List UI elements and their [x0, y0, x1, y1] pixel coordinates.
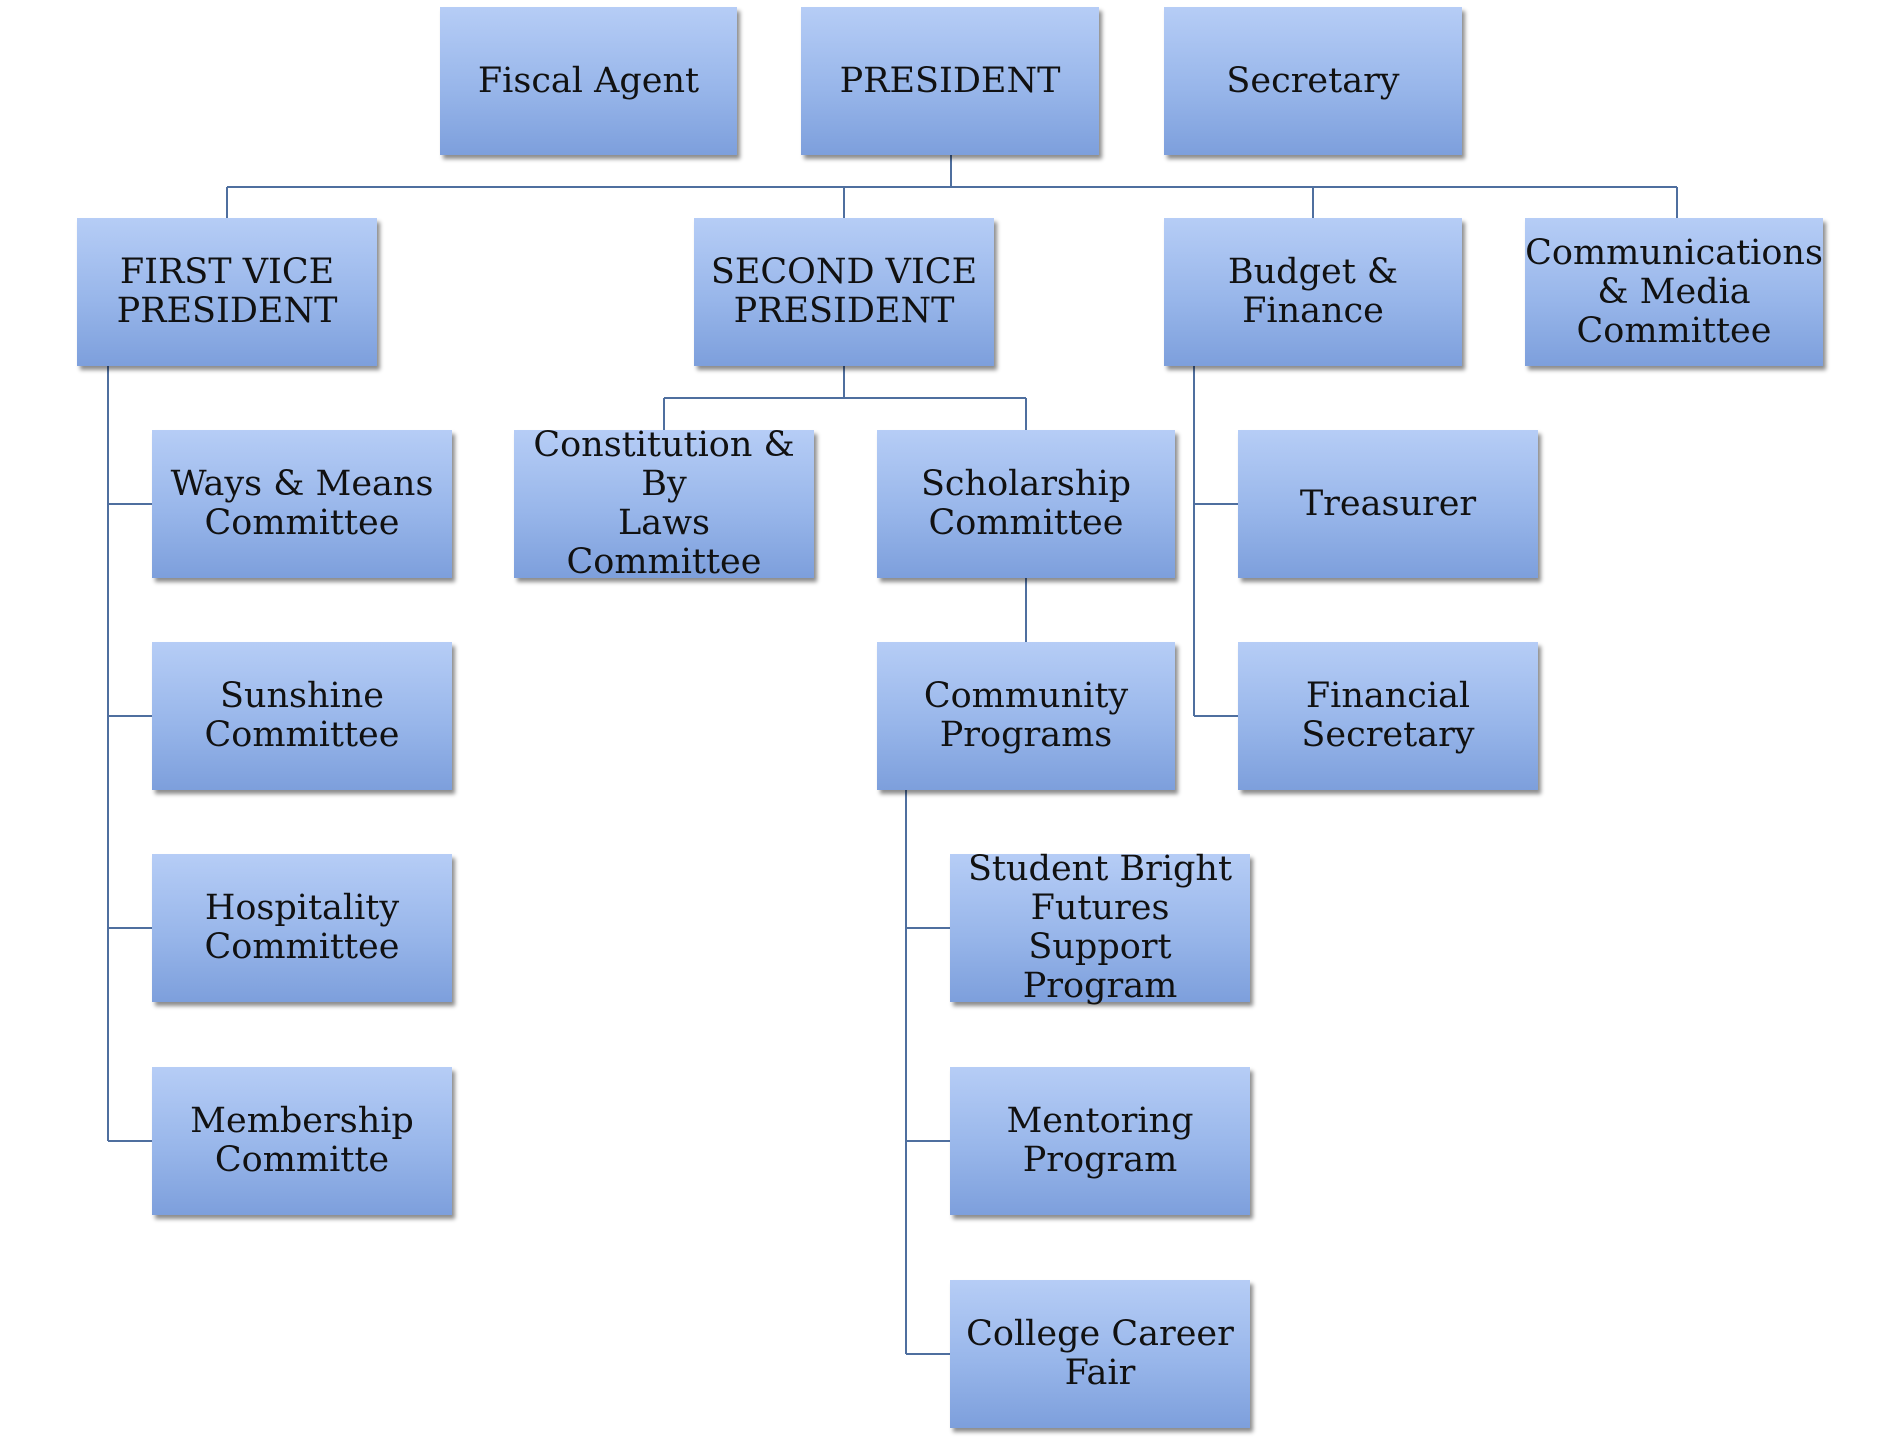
- node-scholarship-committee: Scholarship Committee: [877, 430, 1175, 578]
- node-communications-media-committee: Communications & Media Committee: [1525, 218, 1823, 366]
- node-membership-committee: Membership Committe: [152, 1067, 452, 1215]
- node-student-bright-futures-support-program: Student Bright Futures Support Program: [950, 850, 1250, 1006]
- node-secretary: Secretary: [1164, 7, 1462, 155]
- node-second-vice-president: SECOND VICE PRESIDENT: [694, 218, 994, 366]
- node-president: PRESIDENT: [801, 7, 1099, 155]
- node-sunshine-committee: Sunshine Committee: [152, 642, 452, 790]
- node-treasurer: Treasurer: [1238, 430, 1538, 578]
- node-mentoring-program: Mentoring Program: [950, 1067, 1250, 1215]
- node-first-vice-president: FIRST VICE PRESIDENT: [77, 218, 377, 366]
- node-budget-finance: Budget & Finance: [1164, 218, 1462, 366]
- node-fiscal-agent: Fiscal Agent: [440, 7, 737, 155]
- node-financial-secretary: Financial Secretary: [1238, 642, 1538, 790]
- node-hospitality-committee: Hospitality Committee: [152, 854, 452, 1002]
- node-community-programs: Community Programs: [877, 642, 1175, 790]
- node-constitution-bylaws-committee: Constitution & By Laws Committee: [514, 426, 814, 582]
- node-college-career-fair: College Career Fair: [950, 1280, 1250, 1428]
- node-ways-means-committee: Ways & Means Committee: [152, 430, 452, 578]
